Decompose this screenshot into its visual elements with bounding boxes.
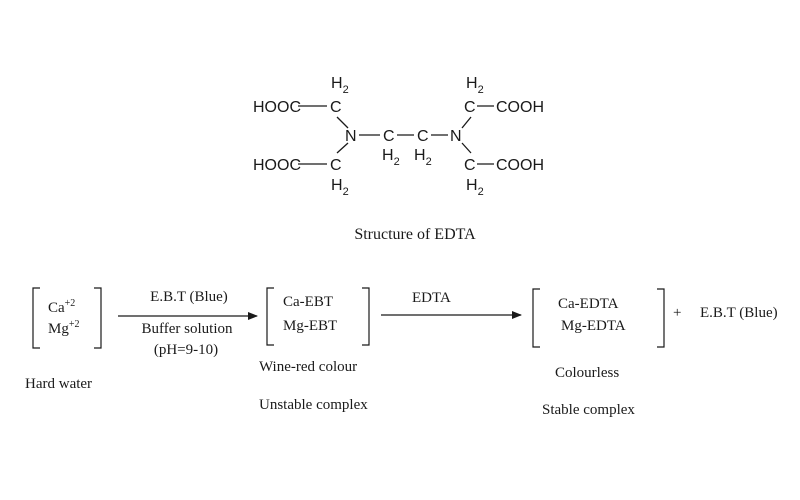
hard-water-bracket: Ca+2 Mg+2 (32, 287, 102, 349)
right-bracket (657, 288, 665, 348)
bond (336, 142, 349, 154)
carbon-top-right: C (464, 99, 476, 116)
arrow2-reagent: EDTA (412, 290, 451, 306)
h2-bottom-right: H2 (466, 177, 484, 198)
carbon-top-left: C (330, 99, 342, 116)
right-bracket (362, 287, 370, 346)
cooh-bottom-right: COOH (496, 157, 544, 174)
right-bracket (94, 287, 102, 349)
carbon-backbone-right: C (417, 128, 429, 145)
hard-water-label: Hard water (25, 376, 92, 392)
complex1-line2: Mg-EBT (283, 318, 337, 334)
complex2-line2: Mg-EDTA (561, 318, 626, 334)
arrow1-ph: (pH=9-10) (154, 342, 218, 358)
complex1-bracket: Ca-EBT Mg-EBT (266, 287, 370, 346)
complex2-bracket: Ca-EDTA Mg-EDTA (532, 288, 665, 348)
ion-calcium: Ca+2 (48, 298, 75, 316)
hooc-top-left: HOOC (253, 99, 301, 116)
reaction-scheme: Ca+2 Mg+2 Hard water E.B.T (Blue) Buffer… (25, 287, 778, 418)
complex2-line1: Ca-EDTA (558, 296, 619, 312)
ion-magnesium: Mg+2 (48, 319, 79, 337)
complex2-colour: Colourless (555, 365, 619, 381)
h2-backbone-left: H2 (382, 147, 400, 168)
nitrogen-left: N (345, 128, 357, 145)
complex1-type: Unstable complex (259, 397, 368, 413)
left-bracket (32, 287, 40, 349)
left-bracket (266, 287, 274, 346)
complex2-type: Stable complex (542, 402, 635, 418)
hooc-bottom-left: HOOC (253, 157, 301, 174)
bond (336, 116, 349, 129)
carbon-bottom-right: C (464, 157, 476, 174)
h2-backbone-right: H2 (414, 147, 432, 168)
complex1-line1: Ca-EBT (283, 294, 333, 310)
h2-top-right: H2 (466, 75, 484, 96)
bond (461, 142, 472, 154)
arrow1-reagent: E.B.T (Blue) (150, 289, 228, 305)
carbon-backbone-left: C (383, 128, 395, 145)
left-bracket (532, 288, 540, 348)
product-ebt: E.B.T (Blue) (700, 305, 778, 321)
complex1-colour: Wine-red colour (259, 359, 357, 375)
edta-structure: HOOC C H2 HOOC C H2 N C H2 C H2 N C H2 C… (253, 75, 544, 198)
plus-sign: + (673, 305, 681, 321)
cooh-top-right: COOH (496, 99, 544, 116)
arrow1-buffer: Buffer solution (142, 321, 233, 337)
nitrogen-right: N (450, 128, 462, 145)
h2-bottom-left: H2 (331, 177, 349, 198)
bond (461, 116, 472, 129)
structure-caption: Structure of EDTA (354, 226, 476, 243)
h2-top-left: H2 (331, 75, 349, 96)
carbon-bottom-left: C (330, 157, 342, 174)
